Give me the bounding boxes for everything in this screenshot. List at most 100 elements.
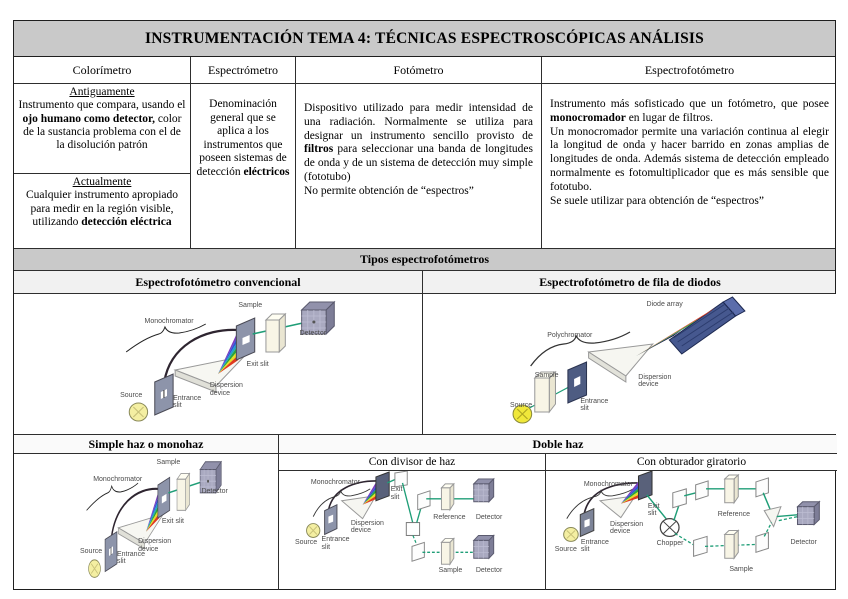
- source-label: Source: [120, 392, 143, 399]
- diagram-beam-splitter: Monochromator Exit slit Dispersion devic…: [279, 471, 545, 590]
- source-label: Source: [294, 538, 318, 546]
- fotometro-definition-cell: Dispositivo utilizado para medir intensi…: [296, 84, 542, 248]
- espectrometro-definition-cell: Denominación general que se aplica a los…: [191, 84, 296, 248]
- paragraph: Instrumento más sofisticado que un fotóm…: [550, 98, 829, 126]
- text-segment: color de la sustancia problema con el de…: [23, 112, 182, 152]
- entrance-slit-label: Entrance slit: [321, 536, 350, 551]
- header-label: Espectrofotómetro de fila de diodos: [539, 274, 721, 289]
- header-label: Simple haz o monohaz: [88, 436, 204, 451]
- header-con-obturador: Con obturador giratorio: [546, 454, 837, 471]
- text-segment-bold: filtros: [304, 143, 334, 156]
- text-segment: Instrumento más sofisticado que un fotóm…: [550, 98, 829, 110]
- header-label: Con obturador giratorio: [636, 456, 747, 468]
- dispersion-device-label: Dispersion device: [138, 538, 172, 553]
- diagram-single-beam: Monochromator Sample Detector Exit slit …: [14, 454, 278, 590]
- exit-slit-label: Exit slit: [647, 503, 660, 518]
- dispersion-device-label: Dispersion device: [610, 520, 644, 536]
- conventional-diagram-cell: Monochromator Sample Detector Exit slit …: [14, 294, 423, 434]
- text-segment-bold: ojo humano como detector,: [22, 112, 155, 125]
- text-segment: en lugar de filtros.: [625, 111, 713, 124]
- entrance-slit-label: Entrance slit: [116, 550, 145, 565]
- detector-label: Detector: [790, 538, 817, 546]
- diagram-rotating-chopper: Monochromator Exit slit Dispersion devic…: [546, 471, 837, 590]
- instrument-table: INSTRUMENTACIÓN TEMA 4: TÉCNICAS ESPECTR…: [13, 20, 837, 590]
- simple-beam-diagram-cell: Monochromator Sample Detector Exit slit …: [14, 454, 278, 590]
- actualmente-label: Actualmente: [72, 176, 132, 188]
- detector-label: Detector: [201, 488, 228, 495]
- double-beam-column: Doble haz Con divisor de haz: [279, 435, 837, 590]
- entrance-slit-label: Entrance slit: [173, 394, 202, 410]
- diagram-diode-array-spectrophotometer: Diode array Polychromator Dispersion dev…: [423, 294, 837, 434]
- sample-label: Sample: [729, 566, 754, 574]
- text-segment: Instrumento que compara, usando el: [18, 99, 186, 112]
- header-doble-haz: Doble haz: [279, 435, 837, 454]
- colorimetro-antiguamente: Antiguamente Instrumento que compara, us…: [14, 84, 190, 174]
- header-label: Espectrofotómetro convencional: [135, 274, 301, 289]
- beam-configuration-section: Simple haz o monohaz Monochromator Sampl…: [14, 435, 837, 590]
- source-label: Source: [80, 547, 103, 555]
- sample-label: Sample: [156, 459, 181, 467]
- optical-path-drawing: [306, 471, 495, 566]
- page-title: INSTRUMENTACIÓN TEMA 4: TÉCNICAS ESPECTR…: [145, 29, 704, 47]
- sample-label: Sample: [238, 302, 263, 310]
- entrance-slit-label: Entrance slit: [580, 538, 609, 554]
- header-label: Con divisor de haz: [368, 456, 456, 468]
- rotating-chopper-variant: Con obturador giratorio: [546, 454, 837, 590]
- optical-path-drawing: [85, 460, 223, 579]
- reference-label: Reference: [433, 513, 466, 521]
- header-fila-diodos: Espectrofotómetro de fila de diodos: [423, 271, 837, 293]
- dispersion-device-label: Dispersion device: [209, 382, 243, 397]
- espectrofotometro-definition-cell: Instrumento más sofisticado que un fotóm…: [542, 84, 837, 248]
- sample-label: Sample: [438, 567, 463, 575]
- column-header-colorimetro: Colorímetro: [14, 57, 191, 83]
- definition-row: Antiguamente Instrumento que compara, us…: [14, 84, 835, 249]
- diagram-conventional-spectrophotometer: Monochromator Sample Detector Exit slit …: [14, 294, 422, 434]
- header-convencional: Espectrofotómetro convencional: [14, 271, 423, 293]
- monochromator-label: Monochromator: [310, 479, 360, 487]
- spectrophotometer-type-header-row: Espectrofotómetro convencional Espectrof…: [14, 271, 835, 294]
- header-con-divisor: Con divisor de haz: [279, 454, 545, 471]
- simple-beam-column: Simple haz o monohaz Monochromator Sampl…: [14, 435, 279, 590]
- monochromator-label: Monochromator: [583, 480, 633, 488]
- colorimetro-definition-cell: Antiguamente Instrumento que compara, us…: [14, 84, 191, 248]
- text-segment-bold: monocromador: [550, 111, 626, 124]
- text-segment: Cualquier instrumento apropiado para med…: [25, 189, 179, 228]
- dispersion-device-label: Dispersion device: [350, 519, 384, 535]
- exit-slit-label: Exit slit: [161, 517, 184, 525]
- paragraph: Se suele utilizar para obtención de “esp…: [550, 194, 764, 207]
- header-label: Doble haz: [532, 436, 584, 451]
- header-label: Colorímetro: [72, 62, 132, 77]
- diode-array-label: Diode array: [646, 301, 683, 308]
- dispersion-device-label: Dispersion device: [638, 373, 672, 389]
- beam-splitter-variant: Con divisor de haz: [279, 454, 546, 590]
- header-simple-haz: Simple haz o monohaz: [14, 435, 278, 454]
- header-label: Espectrofotómetro: [644, 62, 735, 77]
- colorimetro-actualmente: Actualmente Cualquier instrumento apropi…: [14, 174, 190, 248]
- column-header-row: Colorímetro Espectrómetro Fotómetro Espe…: [14, 57, 835, 84]
- tipos-label: Tipos espectrofotómetros: [360, 252, 489, 266]
- chopper-label: Chopper: [656, 540, 684, 548]
- text-segment: Dispositivo utilizado para medir intensi…: [304, 102, 533, 142]
- sample-label: Sample: [534, 372, 559, 380]
- paragraph: Dispositivo utilizado para medir intensi…: [304, 102, 533, 185]
- paragraph: Un monocromador permite una variación co…: [550, 125, 829, 193]
- reference-label: Reference: [717, 511, 750, 519]
- paragraph: No permite obtención de “espectros”: [304, 184, 474, 197]
- header-label: Espectrómetro: [208, 62, 278, 77]
- header-label: Fotómetro: [393, 62, 444, 77]
- text-segment-bold: detección eléctrica: [81, 215, 172, 228]
- monochromator-label: Monochromator: [144, 317, 194, 325]
- exit-slit-label: Exit slit: [246, 361, 269, 369]
- text-segment: Denominación general que se aplica a los…: [196, 98, 287, 178]
- detector-label: Detector: [475, 513, 503, 521]
- title-bar: INSTRUMENTACIÓN TEMA 4: TÉCNICAS ESPECTR…: [14, 21, 835, 57]
- detector-label: Detector: [299, 330, 327, 338]
- optical-path-drawing: [512, 296, 746, 424]
- rotating-chopper-diagram-cell: Monochromator Exit slit Dispersion devic…: [546, 471, 837, 590]
- polychromator-label: Polychromator: [547, 331, 593, 339]
- source-label: Source: [509, 401, 533, 409]
- type-diagram-row: Monochromator Sample Detector Exit slit …: [14, 294, 837, 435]
- exit-slit-label: Exit slit: [390, 486, 403, 501]
- double-beam-variants: Con divisor de haz: [279, 454, 837, 590]
